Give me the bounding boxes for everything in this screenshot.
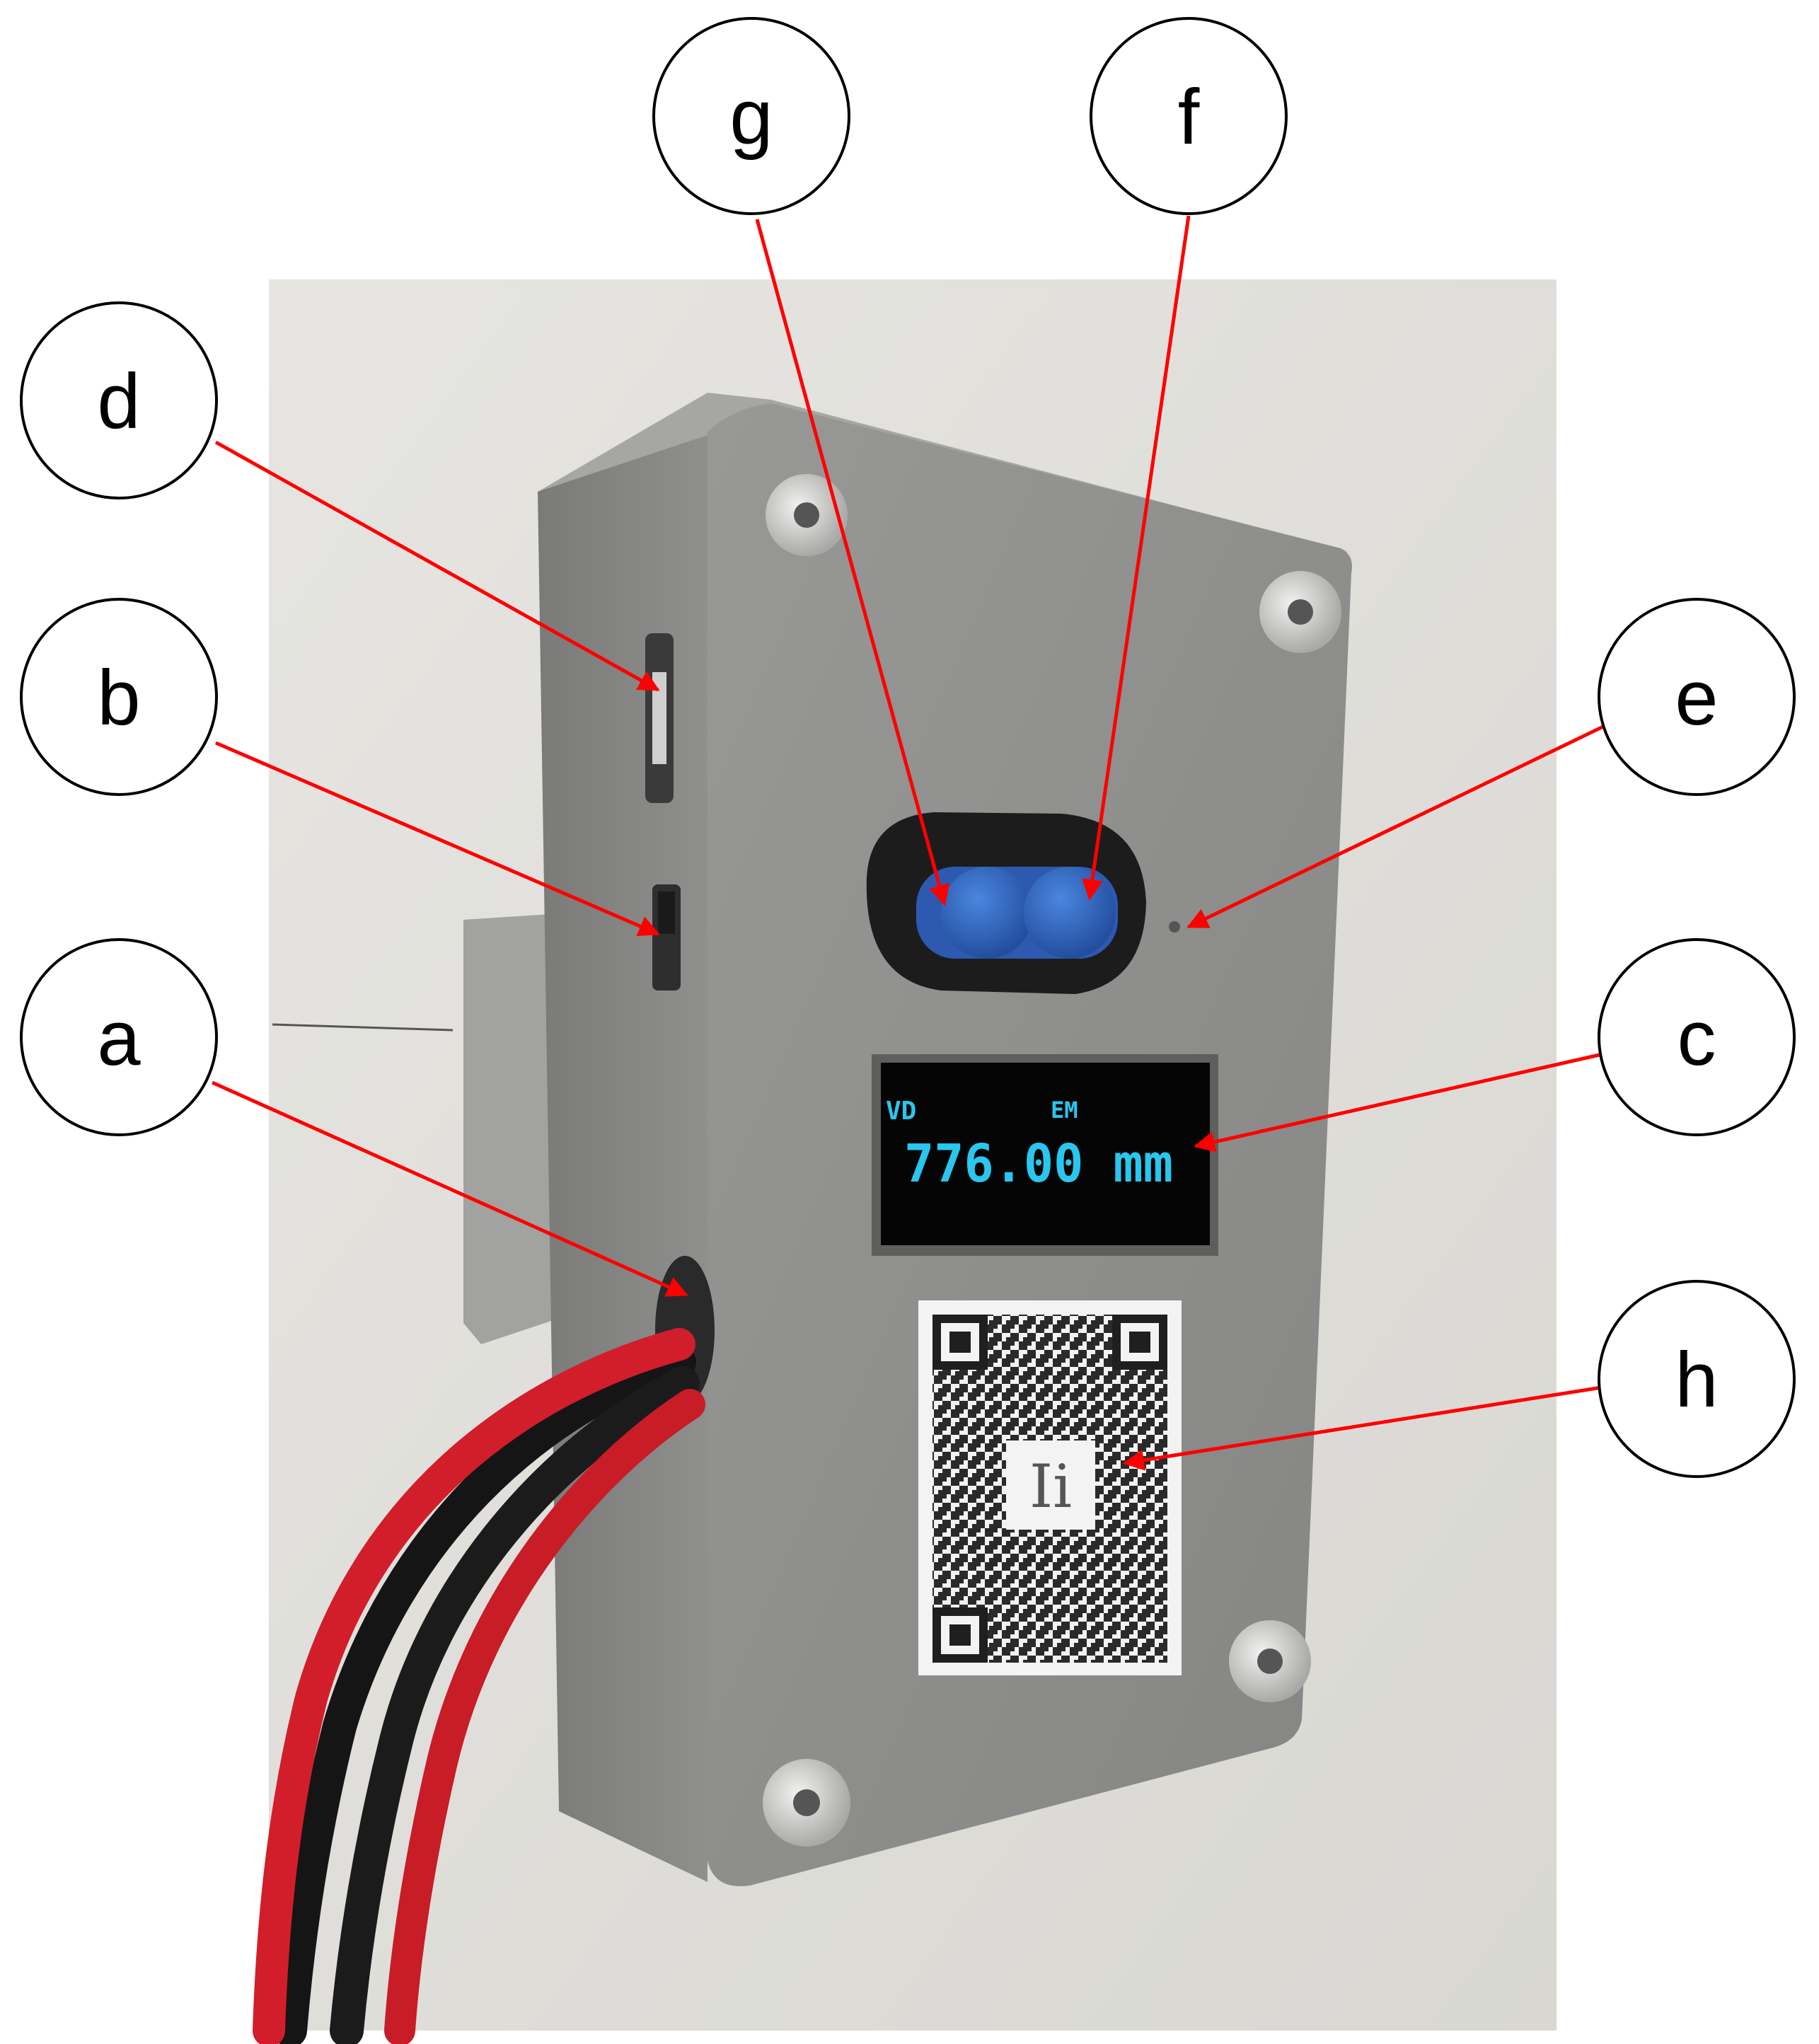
qr-finder-bottom-left	[932, 1607, 988, 1663]
callout-label-f: f	[1178, 74, 1200, 161]
arrow-b	[215, 741, 660, 937]
callout-arrows	[211, 215, 1607, 1471]
callout-label-c: c	[1677, 995, 1716, 1082]
enclosure-side	[538, 435, 708, 1882]
callout-b: b	[20, 598, 218, 796]
qr-sticker: Ii	[918, 1300, 1182, 1675]
callout-h: h	[1598, 1280, 1796, 1478]
callout-c: c	[1598, 938, 1796, 1136]
pencil-line	[272, 1023, 454, 1032]
indicator-led	[1169, 921, 1180, 932]
callout-circles: a b c d e f g h	[20, 17, 1796, 1478]
callout-d: d	[20, 301, 218, 500]
oled-screen	[881, 1063, 1210, 1245]
oled-mode-center: EM	[1051, 1097, 1078, 1124]
wire-black-2	[330, 1366, 700, 2044]
qr-logo-text: Ii	[1029, 1452, 1072, 1521]
oled-reading: 776.00 mm	[904, 1133, 1173, 1194]
callout-label-b: b	[97, 654, 140, 741]
sensor-receiver-lens	[1024, 867, 1116, 959]
arrow-h	[1123, 1385, 1607, 1471]
power-cables	[253, 1328, 705, 2044]
photo: VD EM 776.00 mm Ii	[253, 279, 1557, 2044]
oled-mode-left: VD	[886, 1097, 916, 1126]
sensor-transmitter-lens	[941, 867, 1033, 959]
arrow-a	[211, 1080, 688, 1297]
wire-red-2	[384, 1389, 705, 2044]
callout-a: a	[20, 938, 218, 1136]
qr-finder-top-right	[1112, 1315, 1167, 1370]
arrow-g	[755, 219, 950, 906]
arrow-e	[1186, 723, 1607, 929]
qr-logo-box	[1006, 1440, 1095, 1530]
screws	[763, 474, 1341, 1847]
wire-black-1	[273, 1345, 696, 2044]
callout-e: e	[1598, 598, 1796, 796]
callout-label-a: a	[97, 995, 141, 1082]
arrow-f	[1082, 215, 1191, 901]
callout-label-d: d	[97, 358, 140, 445]
wire-red-1	[253, 1328, 695, 2044]
callout-g: g	[652, 17, 850, 215]
callout-label-e: e	[1675, 654, 1718, 741]
oled-display: VD EM 776.00 mm	[872, 1054, 1218, 1256]
qr-finder-top-left	[932, 1315, 988, 1370]
arrow-d	[214, 440, 660, 692]
callout-f: f	[1090, 17, 1288, 215]
arrow-c	[1194, 1052, 1603, 1153]
callout-label-g: g	[729, 74, 773, 161]
callout-label-h: h	[1675, 1336, 1718, 1424]
